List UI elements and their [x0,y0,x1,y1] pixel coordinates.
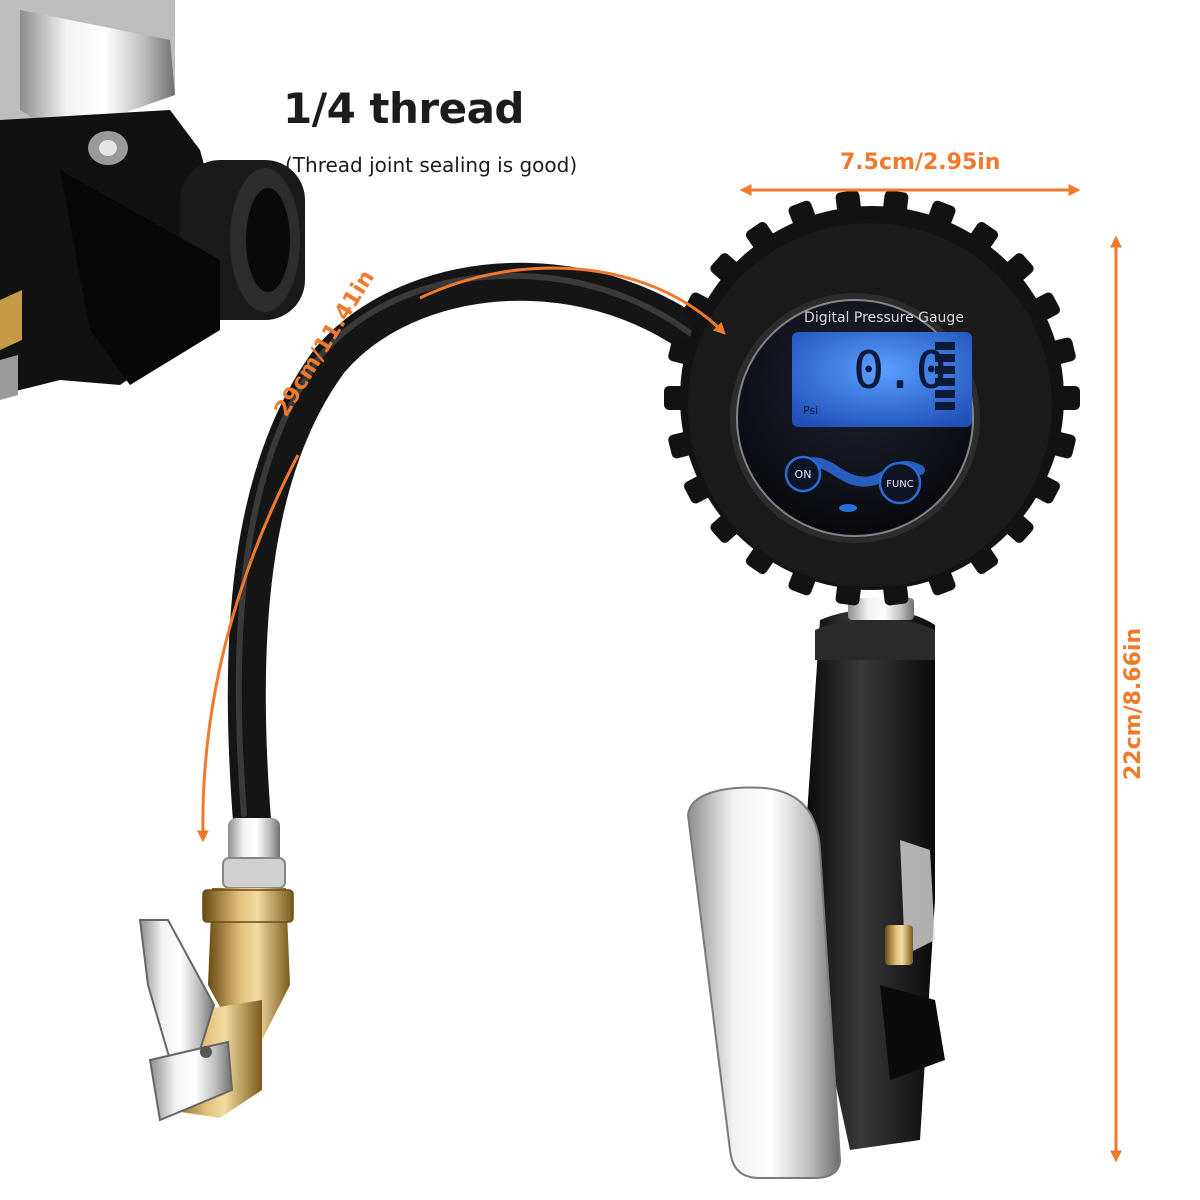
gauge-width-label: 7.5cm/2.95in [840,150,1001,175]
total-height-label: 22cm/8.66in [1121,627,1146,780]
hose-arrow-upper [419,266,726,335]
lcd-screen [792,332,972,427]
gauge-tooth [1041,429,1076,459]
handle-body [800,598,945,1150]
pressure-reading: 0.0 [853,341,947,401]
hose-arrow-lower [196,454,300,843]
gauge-face-label: Digital Pressure Gauge [804,310,964,326]
gauge-tooth [997,253,1034,289]
gauge-tooth [710,253,747,289]
thread-heading: 1/4 thread [283,84,525,133]
lcd-bar-meter [935,342,955,410]
gauge-tooth [745,221,780,259]
hose-ferrule [222,818,286,889]
gauge-tooth [835,190,863,225]
brass-chuck [138,888,294,1122]
func-button-label: FUNC [886,479,914,490]
thread-subheading: (Thread joint sealing is good) [285,153,578,177]
gauge-tooth [788,200,820,237]
gauge-tooth [1024,292,1061,326]
gauge-tooth [1041,337,1076,367]
thread-closeup [0,0,305,400]
gauge-tooth [1048,386,1080,410]
gauge-tooth [924,200,956,237]
on-button [784,455,822,493]
gauge-tooth [664,386,696,410]
chrome-lever [686,786,842,1179]
func-button [878,461,922,505]
pressure-gauge: Digital Pressure Gauge 0.0 Psi ON FUNC [664,190,1080,606]
pressure-unit: Psi [803,404,818,417]
on-button-label: ON [795,468,812,481]
dimension-arrows [196,184,1122,1163]
hose [227,262,761,839]
gauge-tooth [881,190,909,225]
gauge-tooth [964,221,999,259]
